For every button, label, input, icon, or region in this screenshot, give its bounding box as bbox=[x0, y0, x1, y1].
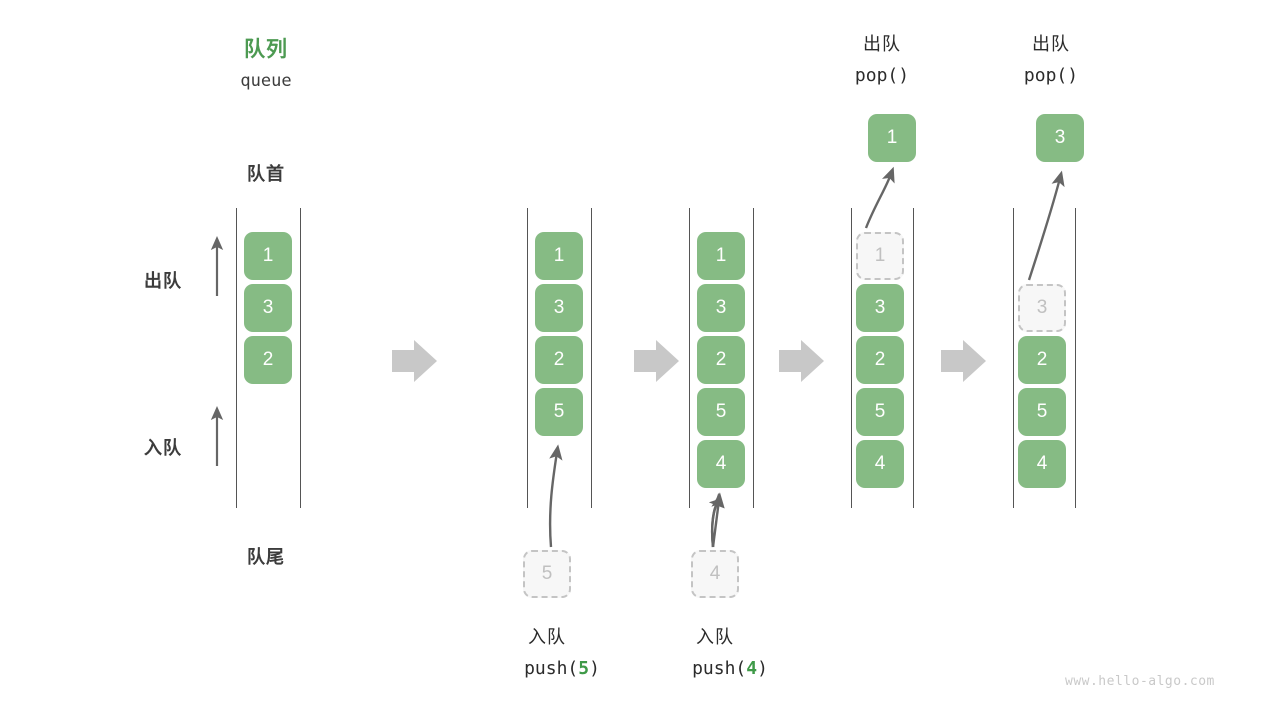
queue-cell: 1 bbox=[535, 232, 583, 280]
op-code-suffix: ) bbox=[589, 658, 600, 679]
front-label: 队首 bbox=[247, 164, 285, 184]
queue-cell: 4 bbox=[1018, 440, 1066, 488]
stage-3-op-code: push(4) bbox=[655, 658, 805, 679]
op-code-prefix: pop( bbox=[1023, 65, 1068, 86]
stage-4-op-label: 出队 bbox=[863, 34, 901, 54]
op-code-prefix: pop( bbox=[854, 65, 899, 86]
flow-arrow-icon bbox=[779, 340, 824, 382]
flow-arrow-icon bbox=[392, 340, 437, 382]
stage-2-op-code: push(5) bbox=[487, 658, 637, 679]
queue-cell: 2 bbox=[244, 336, 292, 384]
rail-right-stage-4 bbox=[913, 208, 914, 508]
queue-cell: 3 bbox=[535, 284, 583, 332]
queue-cell: 5 bbox=[856, 388, 904, 436]
rail-right-stage-1 bbox=[300, 208, 301, 508]
flow-arrow-icon bbox=[634, 340, 679, 382]
ghost-cell-pop: 1 bbox=[856, 232, 904, 280]
queue-cell-new: 4 bbox=[697, 440, 745, 488]
push-5-arrow-icon bbox=[548, 444, 563, 548]
stage-5-op-code: pop() bbox=[991, 65, 1111, 86]
queue-cell: 2 bbox=[535, 336, 583, 384]
diagram-title: 队列 bbox=[244, 38, 288, 61]
diagram-title-code: queue bbox=[240, 71, 292, 91]
pop-1-arrow-icon bbox=[864, 166, 895, 229]
rail-left-stage-1 bbox=[236, 208, 237, 508]
popped-cell: 3 bbox=[1036, 114, 1084, 162]
op-code-suffix: ) bbox=[1067, 65, 1079, 86]
op-code-suffix: ) bbox=[898, 65, 910, 86]
op-code-prefix: push( bbox=[692, 658, 747, 679]
op-code-prefix: push( bbox=[524, 658, 579, 679]
popped-cell: 1 bbox=[868, 114, 916, 162]
rail-right-stage-3 bbox=[753, 208, 754, 508]
queue-cell: 3 bbox=[697, 284, 745, 332]
rail-left-stage-4 bbox=[851, 208, 852, 508]
queue-cell: 1 bbox=[697, 232, 745, 280]
queue-cell: 5 bbox=[697, 388, 745, 436]
flow-arrow-icon bbox=[941, 340, 986, 382]
pop-3-arrow-icon bbox=[1027, 170, 1065, 281]
queue-cell: 3 bbox=[856, 284, 904, 332]
op-code-arg: 5 bbox=[578, 658, 590, 679]
queue-cell: 5 bbox=[1018, 388, 1066, 436]
ghost-cell-pop: 3 bbox=[1018, 284, 1066, 332]
ghost-cell-push: 4 bbox=[691, 550, 739, 598]
dequeue-direction-label: 出队 bbox=[144, 271, 182, 291]
rail-left-stage-3 bbox=[689, 208, 690, 508]
enqueue-direction-label: 入队 bbox=[144, 438, 182, 458]
queue-cell: 3 bbox=[244, 284, 292, 332]
queue-cell: 2 bbox=[697, 336, 745, 384]
op-code-suffix: ) bbox=[757, 658, 768, 679]
stage-4-op-code: pop() bbox=[822, 65, 942, 86]
stage-3-op-label: 入队 bbox=[696, 627, 734, 647]
rail-left-stage-5 bbox=[1013, 208, 1014, 508]
rail-right-stage-5 bbox=[1075, 208, 1076, 508]
queue-cell: 4 bbox=[856, 440, 904, 488]
stage-2-op-label: 入队 bbox=[528, 627, 566, 647]
queue-cell: 2 bbox=[1018, 336, 1066, 384]
queue-cell-new: 5 bbox=[535, 388, 583, 436]
queue-cell: 1 bbox=[244, 232, 292, 280]
rail-right-stage-2 bbox=[591, 208, 592, 508]
op-code-arg: 4 bbox=[746, 658, 758, 679]
watermark: www.hello-algo.com bbox=[1065, 674, 1215, 689]
push-4-arrow-icon bbox=[708, 492, 725, 548]
stage-5-op-label: 出队 bbox=[1032, 34, 1070, 54]
rear-label: 队尾 bbox=[247, 547, 285, 567]
queue-cell: 2 bbox=[856, 336, 904, 384]
rail-left-stage-2 bbox=[527, 208, 528, 508]
ghost-cell-push: 5 bbox=[523, 550, 571, 598]
